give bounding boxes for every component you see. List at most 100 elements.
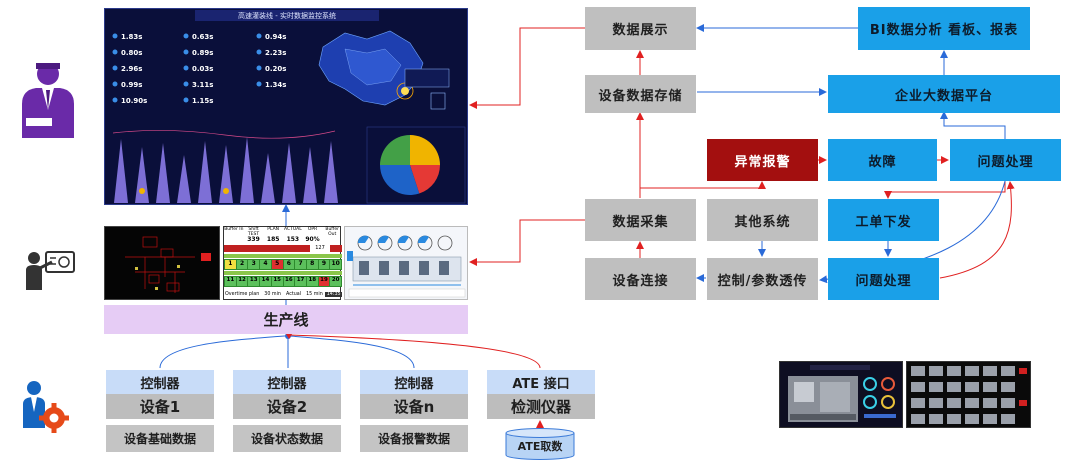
controller-1: 控制器: [106, 370, 214, 394]
equipment-hmi-view: [344, 226, 468, 300]
device-1: 设备1: [106, 394, 214, 419]
panel-value: 185: [266, 236, 280, 243]
pie-slice: [380, 165, 420, 195]
station-cell: 16: [283, 277, 295, 286]
panel-header: ACTUAL: [283, 227, 302, 232]
operator-card-icon: [20, 240, 76, 296]
issue-handling-box-2: 问题处理: [828, 258, 939, 300]
metric-value: 1.83s: [121, 33, 143, 41]
station-cell: 5: [271, 260, 283, 269]
metric-value: 0.99s: [121, 81, 143, 89]
station-cell: 14: [260, 277, 271, 286]
device-n: 设备n: [360, 394, 468, 419]
panel-header: PLAN: [267, 227, 280, 232]
data-storage-box: 设备数据存储: [585, 75, 696, 113]
spike-marker: [223, 188, 229, 194]
panel-header: Buffer Out: [325, 227, 340, 237]
spike-bar: [282, 143, 296, 203]
bi-analysis-box: BI数据分析 看板、报表: [858, 7, 1030, 50]
station-cell: 20: [330, 277, 342, 286]
device-basic-data: 设备基础数据: [106, 425, 214, 452]
panel-value: 153: [286, 236, 300, 243]
station-cell: 19: [318, 277, 330, 286]
panel-footer: Overtime plan 30 min Actual 15 min 14:35: [224, 289, 343, 300]
ate-fetch-label: ATE取数: [517, 440, 563, 453]
station-cell: 12: [236, 277, 248, 286]
metric-value: 1.34s: [265, 81, 287, 89]
device-alarm-data: 设备报警数据: [360, 425, 468, 452]
engineer-gear-icon: [20, 378, 70, 433]
station-cell: 1: [225, 260, 236, 269]
station-cell: 7: [295, 260, 306, 269]
metric-value: 1.15s: [192, 97, 214, 105]
pie-slice: [410, 165, 440, 194]
device-connection-box: 设备连接: [585, 258, 696, 300]
panel-header: Buffer In: [224, 227, 244, 232]
station-cell: 18: [306, 277, 318, 286]
metric-value: 2.96s: [121, 65, 143, 73]
station-row-2: 11 12 13 14 15 16 17 18 19 20: [224, 276, 342, 287]
machine-3d-thumbnail: [779, 361, 903, 428]
footer-label: Actual: [286, 292, 302, 297]
metric-value: 0.63s: [192, 33, 214, 41]
station-cell: 13: [248, 277, 260, 286]
anomaly-alarm-box: 异常报警: [707, 139, 818, 181]
device-2: 设备2: [233, 394, 341, 419]
footer-value: 30 min: [264, 292, 281, 297]
panel-header: Shift TEST: [247, 227, 260, 237]
spike-marker: [139, 188, 145, 194]
panel-value: 127: [310, 245, 330, 252]
station-cell: 10: [330, 260, 342, 269]
station-cell: 9: [318, 260, 330, 269]
spike-bar: [198, 141, 212, 203]
pie-slice: [380, 135, 410, 165]
footer-value: 15 min: [306, 292, 323, 297]
other-systems-box: 其他系统: [707, 199, 818, 241]
dashboard-title: 高速灌装线 - 实时数据监控系统: [195, 10, 379, 21]
production-line-bar: 生产线: [104, 305, 468, 334]
station-cell: 3: [248, 260, 260, 269]
spike-bar: [135, 147, 149, 203]
station-cell: 2: [236, 260, 248, 269]
spike-bar: [114, 139, 128, 203]
equipment-grid-thumbnail: [906, 361, 1031, 428]
spike-bar: [261, 153, 275, 203]
dashboard-decorations: [112, 30, 466, 204]
manager-icon: [16, 60, 80, 140]
pie-slice: [410, 135, 440, 165]
spike-bar: [303, 147, 317, 203]
metric-value: 0.20s: [265, 65, 287, 73]
controller-n: 控制器: [360, 370, 468, 394]
data-display-box: 数据展示: [585, 7, 696, 50]
station-cell: 4: [260, 260, 271, 269]
metric-value: 0.03s: [192, 65, 214, 73]
station-cell: 11: [225, 277, 236, 286]
ate-interface: ATE 接口: [487, 370, 595, 394]
metric-value: 10.90s: [121, 97, 148, 105]
device-status-data: 设备状态数据: [233, 425, 341, 452]
spike-bar: [219, 145, 233, 203]
panel-value: 339: [247, 236, 260, 243]
footer-time: 14:35: [325, 292, 343, 297]
spike-bar: [156, 143, 170, 203]
control-param-box: 控制/参数透传: [707, 258, 818, 300]
controller-2: 控制器: [233, 370, 341, 394]
production-status-panel: Buffer In Shift TEST PLAN ACTUAL OPR Buf…: [223, 226, 343, 300]
station-cell: 8: [306, 260, 318, 269]
panel-value: 90%: [305, 236, 320, 243]
metric-value: 0.89s: [192, 49, 214, 57]
test-instrument: 检测仪器: [487, 394, 595, 419]
panel-header: OPR: [307, 227, 318, 232]
station-cell: 6: [283, 260, 295, 269]
metric-value: 0.94s: [265, 33, 287, 41]
electrical-schematic-view: [104, 226, 220, 300]
metric-value: 0.80s: [121, 49, 143, 57]
ate-fetch-database: ATE取数: [504, 428, 576, 460]
big-data-platform-box: 企业大数据平台: [828, 75, 1060, 113]
metric-value: 3.11s: [192, 81, 214, 89]
issue-handling-box-1: 问题处理: [950, 139, 1061, 181]
fault-box: 故障: [828, 139, 937, 181]
spike-bar: [177, 155, 191, 203]
monitoring-dashboard: 高速灌装线 - 实时数据监控系统 1.83s 0.63s 0.94s 0.80s…: [104, 8, 468, 205]
